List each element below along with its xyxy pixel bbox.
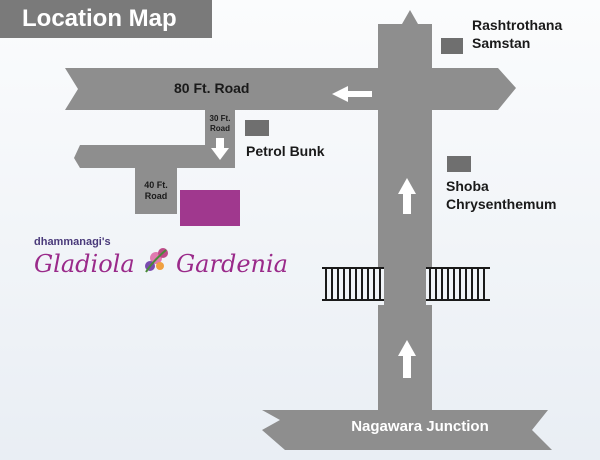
brand-developer: dhammanagi's [34,236,111,248]
landmark-rashtrothana-marker [441,38,463,54]
landmark-petrol-marker [245,120,269,136]
road-branch-left [74,145,235,168]
railway-track-right [426,267,490,301]
map-title: Location Map [0,0,212,38]
arrow-down-icon [211,138,229,160]
landmark-shoba-marker [447,156,471,172]
railway-track-left [322,267,384,301]
road-80ft [65,68,516,110]
road-label-30ft: 30 Ft. Road [209,114,231,133]
road-label-40ft: 40 Ft. Road [144,180,168,201]
landmark-shoba: Shoba Chrysenthemum [446,178,557,212]
landmark-rashtrothana: Rashtrothana Samstan [472,17,563,51]
road-junction [262,410,552,450]
arrow-left-icon [332,86,372,102]
arrow-up-icon [398,178,416,214]
landmark-petrol-bunk: Petrol Bunk [246,143,325,159]
arrow-up-icon [398,340,416,378]
road-label-80ft: 80 Ft. Road [174,80,250,96]
brand-name-part1: Gladiola [34,250,135,278]
road-40ft [135,168,177,214]
brand-name-part2: Gardenia [176,250,288,278]
flower-logo-icon [145,248,168,273]
project-site-marker [180,190,240,226]
road-label-junction: Nagawara Junction [351,418,489,435]
